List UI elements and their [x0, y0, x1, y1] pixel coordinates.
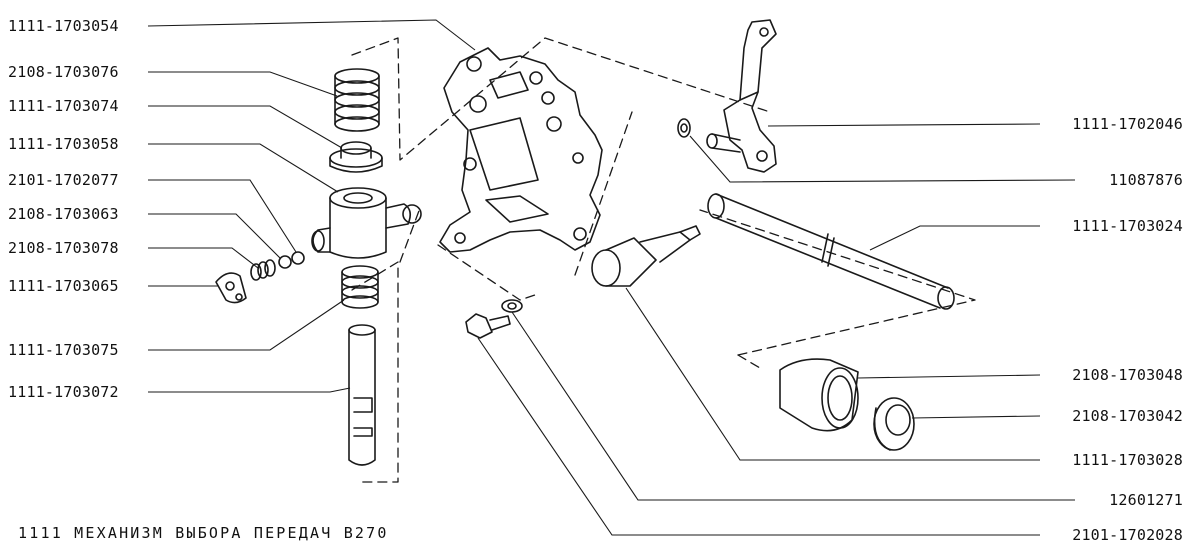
upper-spring [334, 68, 380, 132]
part-label: 1111-1703058 [8, 135, 119, 153]
part-label: 11087876 [1109, 171, 1183, 189]
part-label: 2108-1703063 [8, 205, 119, 223]
part-label: 1111-1703065 [8, 277, 119, 295]
part-label: 2108-1703076 [8, 63, 119, 81]
main-bracket [439, 47, 603, 253]
part-label: 1111-1703072 [8, 383, 119, 401]
part-label: 2101-1702028 [1072, 526, 1183, 544]
part-label: 1111-1703028 [1072, 451, 1183, 469]
detent-spring [250, 259, 276, 281]
bolt-and-washer [465, 299, 523, 339]
flanged-nut [329, 141, 383, 173]
selector-housing [311, 187, 422, 259]
diagram-caption: 1111 МЕХАНИЗМ ВЫБОРА ПЕРЕДАЧ В270 [18, 524, 389, 542]
part-label: 2108-1703078 [8, 239, 119, 257]
selector-shaft [348, 324, 376, 466]
seal-ring [873, 397, 915, 451]
selector-lever [723, 19, 777, 173]
adjusting-sleeve [591, 225, 701, 287]
part-label: 1111-1703054 [8, 17, 119, 35]
lower-spring [341, 265, 379, 309]
detent-ball [278, 251, 305, 269]
part-label: 1111-1703075 [8, 341, 119, 359]
leader-lines [147, 19, 1076, 536]
part-label: 12601271 [1109, 491, 1183, 509]
assembly-dashed-outline [351, 37, 976, 483]
locking-plate [215, 272, 247, 304]
part-label: 2101-1702077 [8, 171, 119, 189]
lever-pin [677, 118, 741, 153]
part-label: 1111-1703024 [1072, 217, 1183, 235]
part-label: 2108-1703048 [1072, 366, 1183, 384]
selector-rod [707, 193, 955, 310]
part-label: 1111-1702046 [1072, 115, 1183, 133]
part-label: 2108-1703042 [1072, 407, 1183, 425]
rod-bushing [779, 358, 859, 432]
part-label: 1111-1703074 [8, 97, 119, 115]
